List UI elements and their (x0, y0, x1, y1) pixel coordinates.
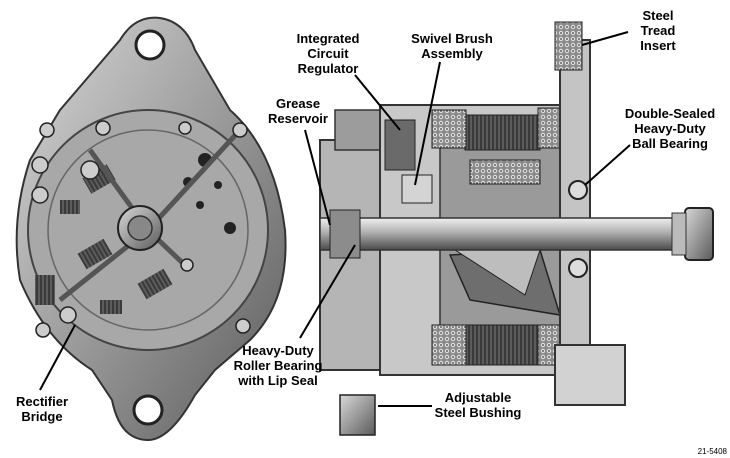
adjustable-bushing-part (339, 394, 376, 436)
top-mount-hole (134, 29, 166, 61)
alternator-rear-view (15, 16, 287, 442)
leader-roller-bearing (299, 244, 356, 339)
leader-grease (304, 129, 331, 226)
stator-coil-top-left (431, 109, 467, 149)
figure-number: 21-5408 (698, 447, 728, 456)
leader-ball-bearing (584, 144, 631, 186)
leader-steel-tread (581, 31, 629, 46)
leader-lines (39, 31, 631, 407)
drive-end-frame (559, 39, 591, 381)
ball-bearing-top (568, 180, 588, 200)
ball-bearing-bottom (568, 258, 588, 278)
regulator-part (384, 119, 416, 171)
roller-bearing (329, 209, 361, 259)
bottom-mount-hole (132, 394, 164, 426)
leader-regulator (354, 74, 401, 131)
field-coil (469, 159, 541, 185)
steel-tread-insert-part (554, 21, 583, 71)
alternator-cutaway-view (319, 21, 714, 436)
stator-laminations-bottom (464, 324, 541, 366)
leader-swivel-brush (414, 61, 441, 186)
cooling-holes (183, 153, 236, 234)
stator-coil-bottom-left (431, 324, 467, 366)
rotor-shaft (319, 217, 691, 251)
leader-rectifier (39, 324, 76, 391)
front-mount-ear (554, 344, 626, 406)
terminal-studs (31, 120, 251, 338)
shaft-nut (684, 207, 714, 261)
stator-laminations-top (464, 114, 541, 151)
